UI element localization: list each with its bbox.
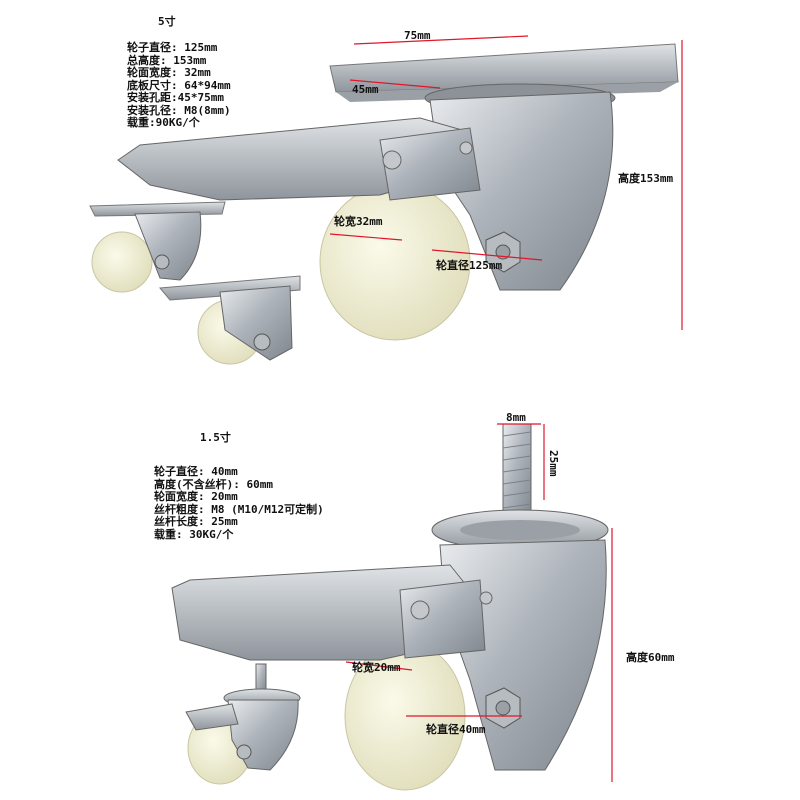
large-caster-5inch xyxy=(117,43,679,341)
bottom-size-title: 1.5寸 xyxy=(200,431,231,444)
large-fork xyxy=(429,91,614,291)
top-size-title: 5寸 xyxy=(158,15,176,28)
bottom-spec-stem-length: 丝杆长度: 25mm xyxy=(154,515,238,528)
top-dim-plate-length: 75mm xyxy=(404,29,431,42)
top-spec-hole-spacing: 安装孔距:45*75mm xyxy=(127,91,224,104)
bottom-dim-stem-length: 25mm xyxy=(547,450,560,477)
stem-caster-1-5inch xyxy=(171,423,609,791)
top-dim-wheel-width: 轮宽32mm xyxy=(334,215,383,228)
threaded-stem xyxy=(502,423,532,521)
bottom-spec-wheel-diameter: 轮子直径: 40mm xyxy=(154,465,238,478)
top-spec-plate-size: 底板尺寸: 64*94mm xyxy=(127,78,231,92)
bottom-spec-list: 轮子直径: 40mm 高度(不含丝杆): 60mm 轮面宽度: 20mm 丝杆粗… xyxy=(154,465,324,541)
top-dim-wheel-diameter: 轮直径125mm xyxy=(436,259,503,272)
top-spec-load: 载重:90KG/个 xyxy=(127,116,200,129)
bottom-dim-stem-diameter: 8mm xyxy=(506,411,526,424)
top-dim-height: 高度153mm xyxy=(618,172,674,185)
top-dimension-lines xyxy=(329,35,683,330)
bottom-spec-load: 载重: 30KG/个 xyxy=(154,527,234,541)
top-spec-list: 轮子直径: 125mm 总高度: 153mm 轮面宽度: 32mm 底板尺寸: … xyxy=(127,41,231,130)
top-spec-tread-width: 轮面宽度: 32mm xyxy=(127,66,211,79)
small-stem-caster xyxy=(185,663,301,785)
small-caster-rigid xyxy=(159,275,301,365)
bottom-dimension-lines xyxy=(345,423,613,782)
bottom-dim-height: 高度60mm xyxy=(626,651,675,664)
bottom-spec-stem-thickness: 丝杆粗度: M8 (M10/M12可定制) xyxy=(154,502,324,516)
bottom-spec-tread-width: 轮面宽度: 20mm xyxy=(154,490,238,503)
top-spec-wheel-diameter: 轮子直径: 125mm xyxy=(127,41,218,54)
small-caster-swivel xyxy=(89,201,226,293)
bottom-dim-wheel-width: 轮宽20mm xyxy=(352,661,401,674)
top-spec-hole-diameter: 安装孔径: M8(8mm) xyxy=(127,103,231,117)
top-spec-total-height: 总高度: 153mm xyxy=(127,53,207,67)
bottom-spec-height: 高度(不含丝杆): 60mm xyxy=(154,477,273,491)
bottom-dim-wheel-diameter: 轮直径40mm xyxy=(426,723,486,736)
top-dim-hole-spacing: 45mm xyxy=(352,83,379,96)
